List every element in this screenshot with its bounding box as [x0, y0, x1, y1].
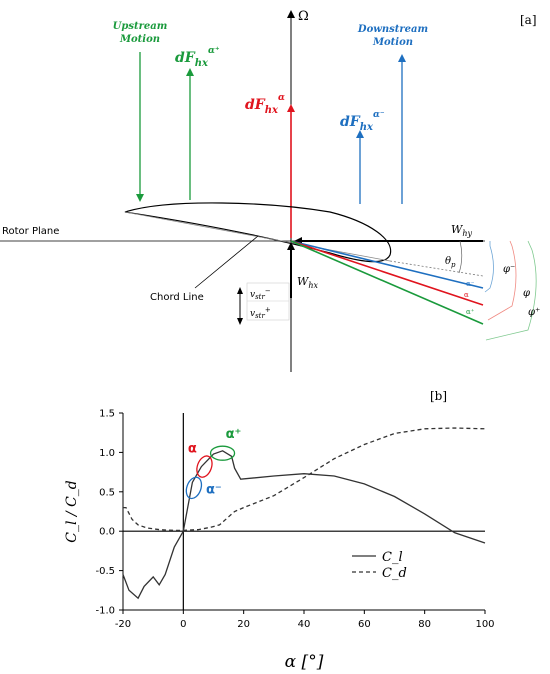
panel-a-label: [a] [520, 13, 537, 27]
downstream-label-1: Downstream [357, 24, 428, 35]
annot-alpha-minus-label: α⁻ [206, 482, 222, 497]
force-alpha-plus-label: dFhxα⁺ [175, 46, 220, 69]
upstream-label-2: Motion [119, 34, 160, 45]
upstream-label-1: Upstream [113, 21, 168, 32]
phi-arc [487, 240, 517, 321]
y-tick-label: -0.5 [95, 566, 115, 577]
x-axis-label: α [°] [285, 652, 324, 672]
relative-velocity-red [290, 240, 484, 306]
annot-ellipse-alpha [196, 455, 213, 478]
relative-velocity-blue [290, 240, 484, 289]
x-tick-label: 100 [475, 619, 494, 630]
y-axis-label: C_l / C_d [64, 480, 80, 543]
series-line-cl [122, 450, 486, 600]
small-alpha-plus: α⁺ [466, 308, 475, 316]
cl-cd-chart: -20 0 20 40 60 80 100 -1.0 -0.5 0.0 0.5 1.0 1.5 α [°]… [64, 409, 495, 673]
x-tick-label: -20 [115, 619, 131, 630]
x-tick-label: 0 [180, 619, 186, 630]
v-str-indicator: vstr− vstr+ [237, 282, 290, 325]
y-tick-label: -1.0 [95, 606, 115, 617]
phi-minus-label: φ⁻ [503, 264, 515, 275]
v-str-minus-label: vstr− [250, 287, 271, 301]
annot-alpha-plus-label: α⁺ [226, 427, 242, 442]
relative-velocity-green [290, 240, 484, 325]
chord-line-label: Chord Line [150, 292, 204, 303]
force-alpha-minus-label: dFhxα⁻ [340, 110, 385, 133]
x-tick-label: 60 [358, 619, 371, 630]
airfoil [124, 202, 392, 263]
theta-p-label: θp [445, 256, 456, 269]
svg-text:dFhxα⁺: dFhxα⁺ [175, 46, 220, 69]
phi-plus-label: φ⁺ [528, 307, 540, 318]
small-alpha: α [464, 291, 469, 299]
y-tick-label: 1.5 [99, 409, 115, 420]
rotor-plane-label: Rotor Plane [2, 226, 59, 237]
series-line-cd [123, 427, 486, 532]
force-alpha-label: dFhxα [245, 93, 285, 116]
legend-label-cl: C_l [382, 550, 403, 565]
phi-minus-arc [484, 241, 494, 293]
w-hy-label: Why [451, 223, 472, 238]
annot-ellipse-alpha-minus [185, 476, 203, 500]
svg-text:dFhxα⁻: dFhxα⁻ [340, 110, 385, 133]
panel-b-label: [b] [430, 389, 447, 403]
y-tick-label: 1.0 [99, 448, 115, 459]
svg-text:dFhxα: dFhxα [245, 93, 285, 116]
legend-label-cd: C_d [382, 566, 407, 581]
omega-label: Ω [298, 9, 309, 24]
x-tick-label: 40 [298, 619, 311, 630]
y-tick-label: 0.5 [99, 487, 115, 498]
chord-line-pointer [194, 235, 259, 289]
downstream-label-2: Motion [372, 37, 413, 48]
phi-label: φ [523, 288, 530, 299]
annot-ellipse-alpha-plus [209, 445, 236, 461]
theta-p-arc [458, 240, 463, 274]
x-tick-label: 20 [237, 619, 250, 630]
y-tick-label: 0.0 [99, 527, 115, 538]
panel-a: [a] Ω Rotor Plane Upstream Motion dFhxα⁺… [0, 9, 540, 372]
v-str-plus-label: vstr+ [250, 306, 271, 320]
annot-alpha-label: α [188, 441, 197, 456]
w-hx-label: Whx [297, 275, 318, 290]
x-tick-label: 80 [418, 619, 431, 630]
phi-plus-arc [485, 240, 537, 341]
small-alpha-minus: α⁻ [466, 280, 475, 288]
panel-b: [b] -20 0 20 40 60 80 100 -1.0 -0.5 0.0 0.5 1.0 1.5 α… [64, 389, 495, 672]
